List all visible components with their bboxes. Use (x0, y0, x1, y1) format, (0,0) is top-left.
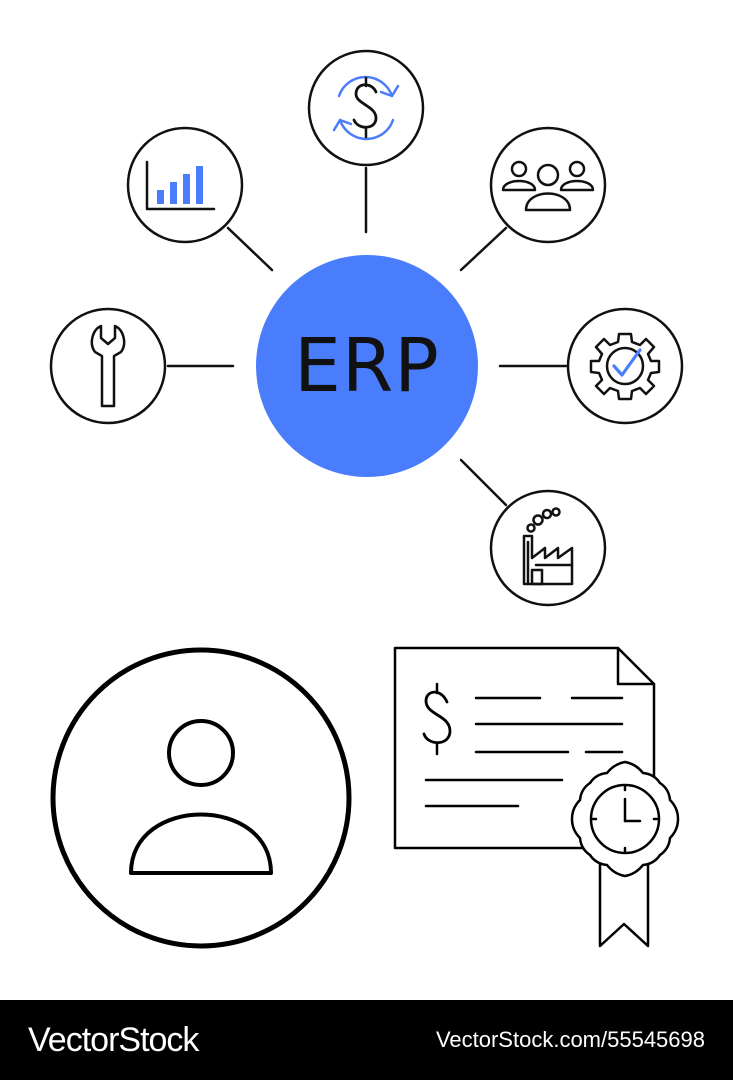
gear-check-icon (589, 332, 661, 401)
user-avatar-icon (50, 647, 352, 949)
bar-chart-icon (145, 160, 216, 211)
node-quality (566, 307, 684, 425)
dollar-cycle-icon (332, 75, 400, 141)
diagram-canvas (49, 49, 684, 949)
node-manufacturing (489, 489, 607, 607)
node-hr (489, 126, 607, 244)
node-analytics (126, 126, 244, 244)
brand-logo: VectorStock (28, 1020, 199, 1059)
node-finance (307, 49, 425, 167)
wrench-icon (90, 324, 126, 408)
stock-id: VectorStock.com/55545698 (435, 1027, 705, 1052)
erp-hub (256, 255, 478, 477)
footer-bar: VectorStock VectorStock.com/55545698 (0, 1000, 733, 1080)
people-group-icon (501, 160, 595, 212)
invoice-certificate-icon (393, 646, 680, 948)
connector-hr (459, 226, 508, 272)
connector-analytics (226, 226, 274, 272)
node-maintenance (49, 307, 167, 425)
erp-hub-label: ERP (294, 323, 440, 409)
factory-icon (522, 507, 574, 586)
connector-manufacturing (459, 458, 508, 507)
